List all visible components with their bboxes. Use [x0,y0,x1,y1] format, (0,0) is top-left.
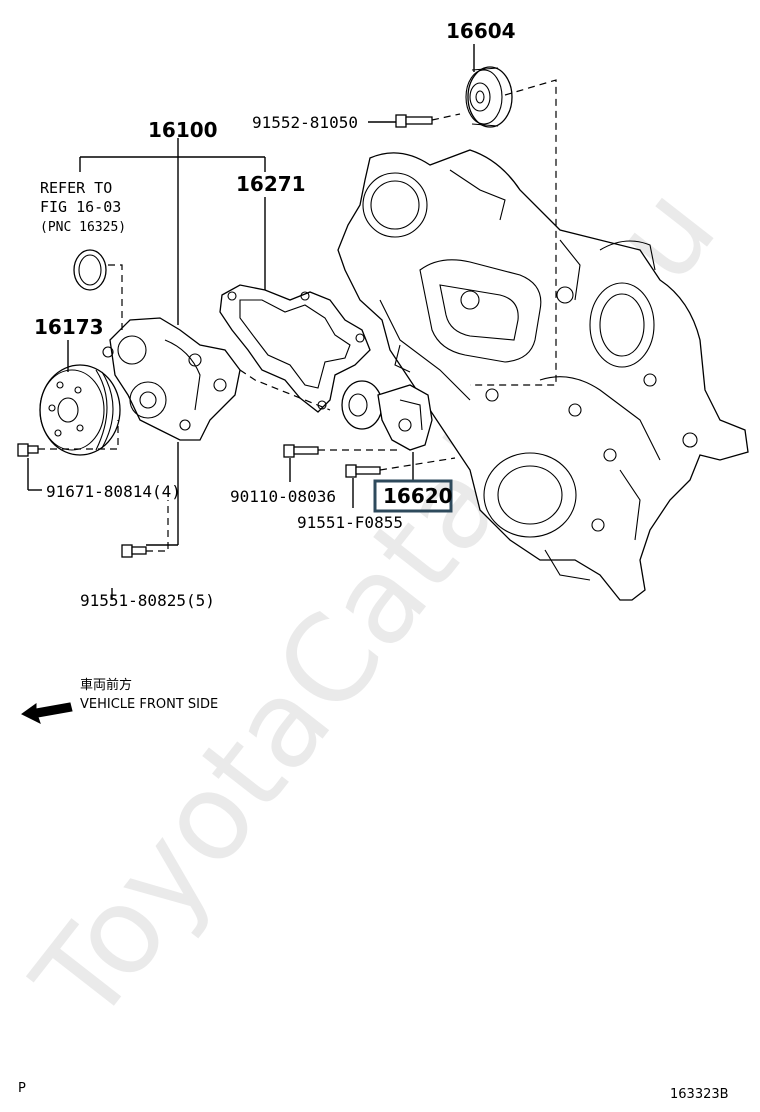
tensioner-drawing [341,380,433,451]
highlight-box-16620 [373,479,453,513]
refer-line-3[interactable]: (PNC 16325) [40,220,126,235]
direction-label-jp: 車両前方 [80,677,132,693]
illustration-id: 163323B [670,1087,729,1102]
label-16173[interactable]: 16173 [34,315,104,339]
label-91552-81050[interactable]: 91552-81050 [252,113,358,132]
water-pump-drawing [102,317,241,441]
bolt-91551f-drawing [345,464,381,478]
pump-pulley-drawing [39,364,121,456]
label-90110-08036[interactable]: 90110-08036 [230,487,336,506]
direction-label-en: VEHICLE FRONT SIDE [80,697,218,712]
label-91551-80825[interactable]: 91551-80825(5) [80,591,215,610]
bolt-91671-drawing [17,443,39,457]
front-arrow-icon [21,702,73,724]
label-16271[interactable]: 16271 [236,172,306,196]
leader-lines [27,44,557,600]
gasket-drawing [219,284,371,413]
label-91551-f0855[interactable]: 91551-F0855 [297,513,403,532]
label-16604[interactable]: 16604 [446,19,516,43]
refer-line-1: REFER TO [40,179,112,197]
label-16100[interactable]: 16100 [148,118,218,142]
label-16620[interactable]: 16620 [383,484,453,508]
bolt-91552-drawing [368,114,433,128]
refer-line-2: FIG 16-03 [40,198,121,216]
bolt-91551-80825-drawing [121,544,147,558]
corner-mark-p: P [18,1081,26,1096]
timing-cover-drawing [337,149,749,601]
idler-pulley-drawing [465,66,513,128]
bolt-90110-drawing [283,444,319,458]
label-91671-80814[interactable]: 91671-80814(4) [46,482,181,501]
o-ring-drawing [73,249,107,291]
